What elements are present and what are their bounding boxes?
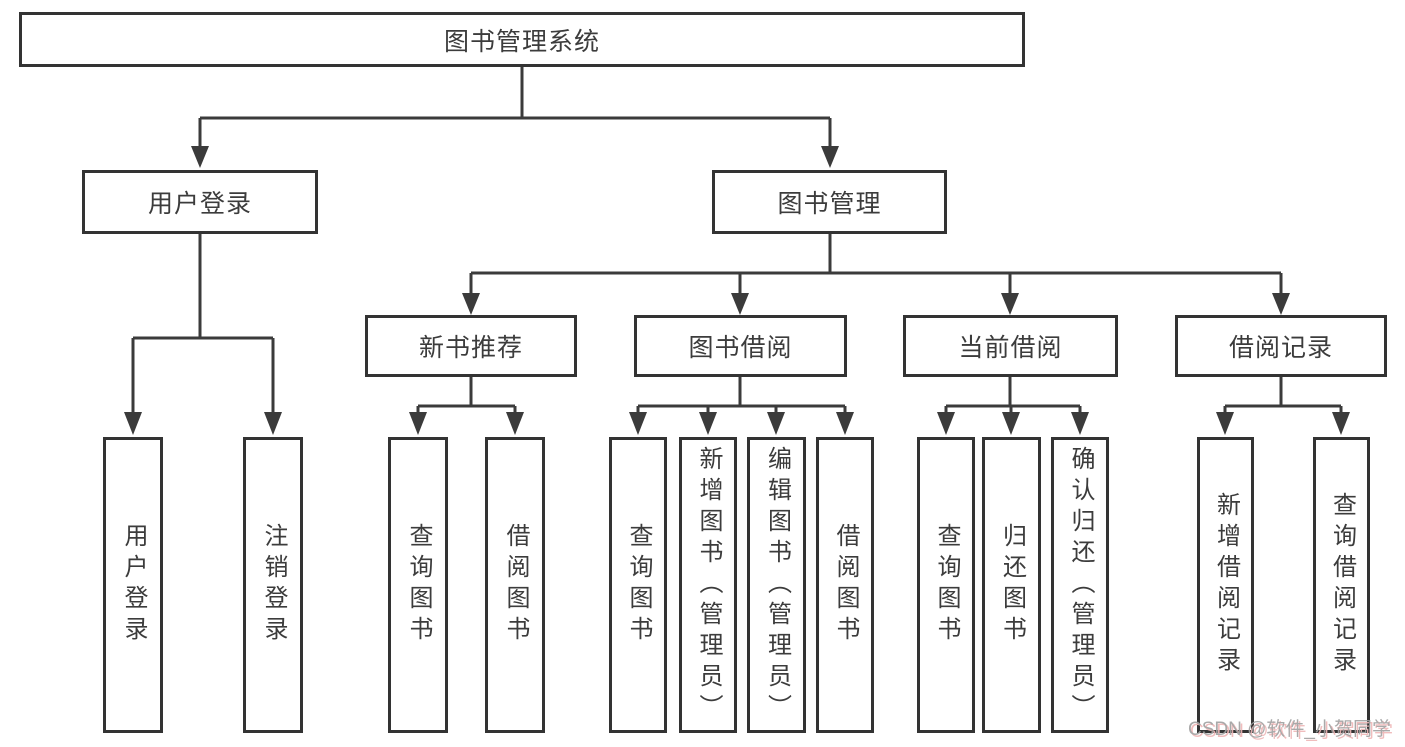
node-label: 新增借阅记录 xyxy=(1212,492,1240,678)
csdn-watermark: CSDN @软件_小贺同学 xyxy=(1188,719,1391,740)
node-leaf-add-book-admin: 新增图书（管理员） xyxy=(679,437,737,733)
node-leaf-query-books-3: 查询图书 xyxy=(917,437,975,733)
node-leaf-user-login: 用户登录 xyxy=(103,437,163,733)
node-root-system: 图书管理系统 xyxy=(19,12,1025,67)
node-label: 图书借阅 xyxy=(688,334,793,362)
node-label: 新书推荐 xyxy=(418,334,523,362)
node-label: 借阅图书 xyxy=(502,523,529,647)
node-current-borrow: 当前借阅 xyxy=(903,315,1118,377)
node-label: 当前借阅 xyxy=(958,334,1063,362)
node-leaf-add-borrow-record: 新增借阅记录 xyxy=(1197,437,1254,733)
node-label: 图书管理 xyxy=(777,190,882,218)
node-label: 查询借阅记录 xyxy=(1328,492,1356,678)
node-label: 注销登录 xyxy=(260,523,287,647)
node-label: 新增图书（管理员） xyxy=(695,445,722,725)
node-leaf-query-books-2: 查询图书 xyxy=(609,437,667,733)
node-leaf-edit-book-admin: 编辑图书（管理员） xyxy=(747,437,806,733)
node-leaf-borrow-books-1: 借阅图书 xyxy=(485,437,545,733)
node-leaf-query-borrow-record: 查询借阅记录 xyxy=(1313,437,1370,733)
node-leaf-borrow-books-2: 借阅图书 xyxy=(816,437,874,733)
node-label: 编辑图书（管理员） xyxy=(763,445,791,725)
node-label: 用户登录 xyxy=(147,190,252,218)
node-label: 查询图书 xyxy=(933,523,960,647)
node-leaf-confirm-return-admin: 确认归还（管理员） xyxy=(1051,437,1109,733)
node-label: 借阅记录 xyxy=(1228,334,1333,362)
node-label: 借阅图书 xyxy=(832,523,859,647)
node-borrow-records: 借阅记录 xyxy=(1175,315,1387,377)
node-new-book-recommend: 新书推荐 xyxy=(365,315,577,377)
node-leaf-query-books-1: 查询图书 xyxy=(388,437,448,733)
node-leaf-return-book: 归还图书 xyxy=(982,437,1041,733)
arrowheads xyxy=(124,146,1350,435)
node-book-management: 图书管理 xyxy=(712,170,947,234)
node-label: 图书管理系统 xyxy=(443,27,600,56)
node-label: 查询图书 xyxy=(625,523,652,647)
node-book-borrow: 图书借阅 xyxy=(634,315,847,377)
node-label: 查询图书 xyxy=(405,523,432,647)
node-label: 确认归还（管理员） xyxy=(1067,445,1094,725)
node-label: 归还图书 xyxy=(998,523,1026,647)
node-label: 用户登录 xyxy=(120,523,147,647)
node-leaf-logout: 注销登录 xyxy=(243,437,303,733)
node-user-login: 用户登录 xyxy=(82,170,318,234)
